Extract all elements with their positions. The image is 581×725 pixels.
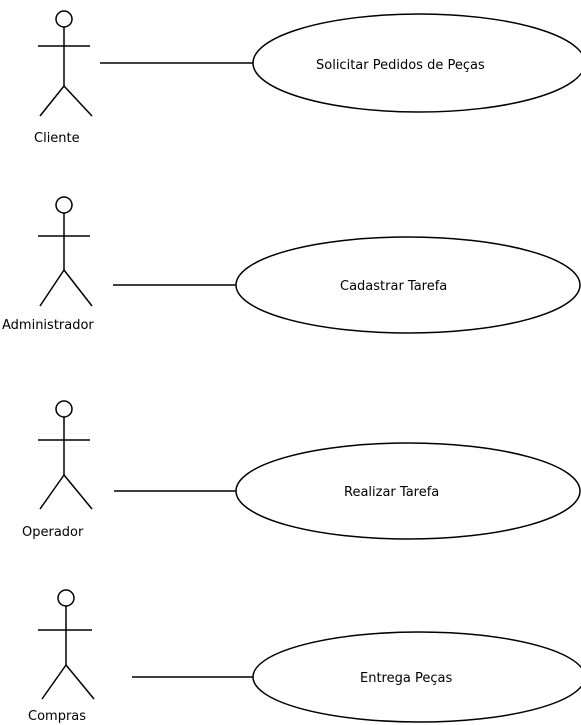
use-case-label: Solicitar Pedidos de Peças	[316, 58, 485, 73]
actor-figure-icon	[38, 196, 93, 307]
use-case-ellipse	[235, 442, 581, 540]
use-case-label: Entrega Peças	[360, 671, 452, 686]
actor-name: Compras	[28, 709, 86, 724]
actor-administrador: Administrador	[2, 196, 94, 333]
use-case-label: Realizar Tarefa	[344, 485, 439, 500]
use-case-ellipse	[252, 13, 581, 113]
use-case-ellipse	[252, 631, 581, 723]
actor-figure-icon	[38, 400, 93, 510]
use-case-entrega-pecas: Entrega Peças	[252, 631, 581, 723]
use-case-ellipse	[235, 236, 581, 334]
actor-name: Cliente	[34, 131, 80, 146]
use-case-solicitar-pedidos: Solicitar Pedidos de Peças	[252, 13, 581, 113]
use-case-label: Cadastrar Tarefa	[340, 279, 447, 294]
actor-name: Administrador	[2, 318, 94, 333]
actor-name: Operador	[22, 525, 84, 540]
actor-compras: Compras	[28, 589, 95, 724]
use-case-cadastrar-tarefa: Cadastrar Tarefa	[235, 236, 581, 334]
actor-figure-icon	[38, 589, 95, 700]
actor-figure-icon	[38, 10, 93, 117]
use-case-realizar-tarefa: Realizar Tarefa	[235, 442, 581, 540]
actor-operador: Operador	[22, 400, 93, 540]
actor-cliente: Cliente	[34, 10, 93, 146]
